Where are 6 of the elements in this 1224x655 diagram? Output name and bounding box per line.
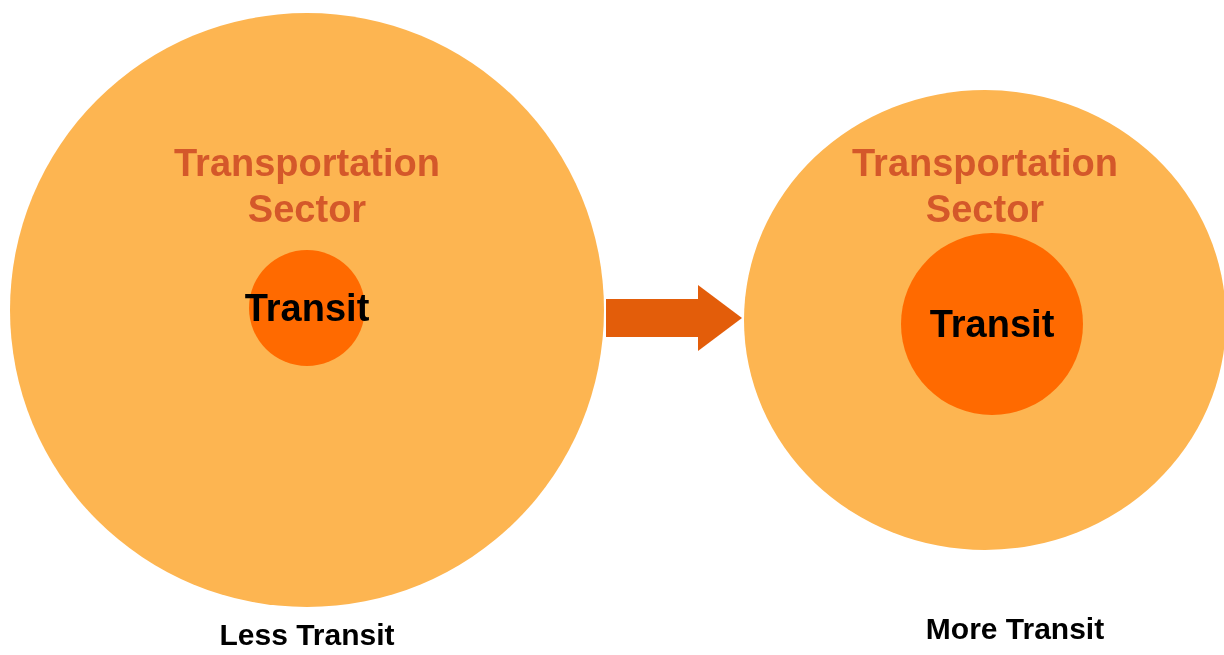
transit-label: Transit [929,302,1055,346]
sector-label: Transportation Sector [851,141,1119,232]
caption-label: More Transit [925,612,1105,646]
caption-label: Less Transit [219,618,395,652]
transit-label: Transit [244,286,370,330]
sector-label: Transportation Sector [173,141,441,232]
